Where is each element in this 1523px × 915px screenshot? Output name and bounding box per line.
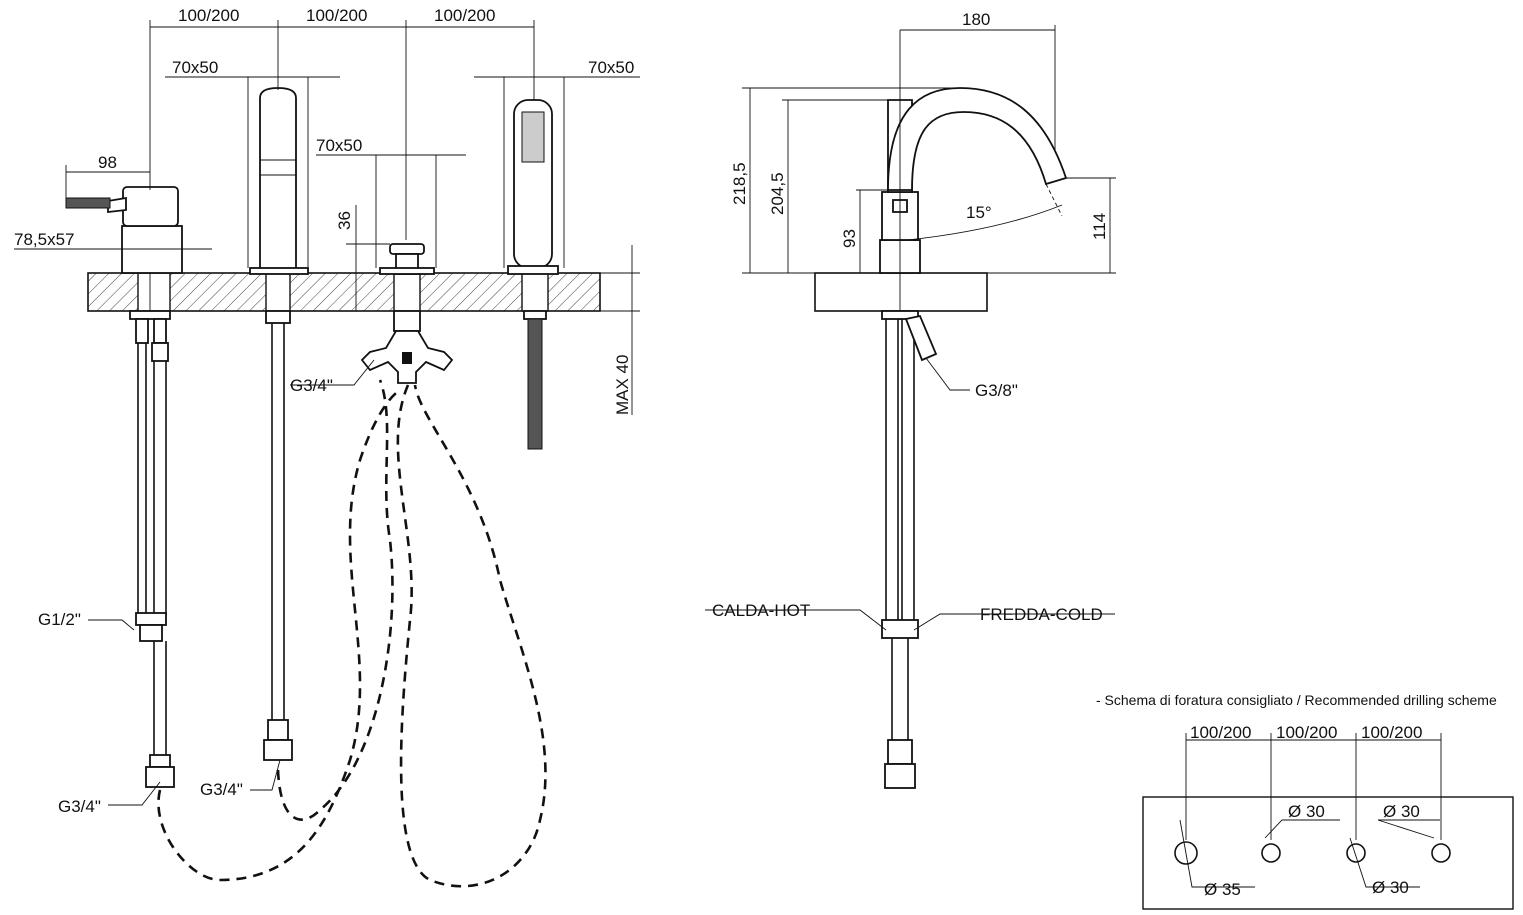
label-cold: FREDDA-COLD bbox=[980, 605, 1103, 624]
dim-drill-spacing-3: 100/200 bbox=[1361, 723, 1422, 742]
hand-shower bbox=[507, 99, 559, 450]
dim-outlet-height: 114 bbox=[1090, 213, 1109, 240]
label-hot: CALDA-HOT bbox=[712, 601, 810, 620]
dim-spacing-1: 100/200 bbox=[178, 6, 239, 25]
dim-spout-height: 204,5 bbox=[768, 172, 787, 215]
front-view: 100/200 100/200 100/200 70x50 70x50 70x5… bbox=[14, 6, 640, 888]
hose-3 bbox=[396, 384, 547, 888]
dim-angle: 15° bbox=[966, 203, 992, 222]
dim-spacing-3: 100/200 bbox=[434, 6, 495, 25]
label-diverter-connection: G3/4" bbox=[290, 376, 333, 395]
drill-hole-2 bbox=[1261, 843, 1281, 863]
diverter bbox=[360, 243, 454, 384]
dim-mixer-base: 78,5x57 bbox=[14, 230, 75, 249]
deck-slab bbox=[87, 272, 601, 312]
dim-spout-base: 70x50 bbox=[172, 58, 218, 77]
mixer bbox=[65, 186, 183, 788]
label-hole-4: Ø 30 bbox=[1383, 802, 1420, 821]
dim-body-height: 93 bbox=[840, 229, 859, 248]
drill-hole-4 bbox=[1431, 843, 1451, 863]
drilling-scheme: - Schema di foratura consigliato / Recom… bbox=[1096, 692, 1514, 910]
dim-drill-spacing-1: 100/200 bbox=[1190, 723, 1251, 742]
label-hole-2: Ø 30 bbox=[1288, 802, 1325, 821]
dim-lever-reach: 98 bbox=[98, 153, 117, 172]
label-mixer-inlet: G1/2" bbox=[38, 610, 81, 629]
drilling-title: - Schema di foratura consigliato / Recom… bbox=[1096, 692, 1497, 708]
hose-2 bbox=[276, 379, 394, 821]
label-connection: G3/8" bbox=[975, 381, 1018, 400]
label-hole-3: Ø 30 bbox=[1372, 878, 1409, 897]
dim-spout-reach: 180 bbox=[962, 10, 990, 29]
hose-1 bbox=[157, 388, 401, 882]
spout bbox=[249, 87, 309, 761]
dim-deck-thickness: MAX 40 bbox=[613, 355, 632, 415]
dim-spacing-2: 100/200 bbox=[306, 6, 367, 25]
drill-hole-3 bbox=[1346, 843, 1366, 863]
dim-diverter-base: 70x50 bbox=[316, 136, 362, 155]
dim-total-height: 218,5 bbox=[730, 162, 749, 205]
dim-drill-spacing-2: 100/200 bbox=[1276, 723, 1337, 742]
label-mixer-outlet: G3/4" bbox=[58, 797, 101, 816]
side-view: 180 218,5 204,5 93 114 15° G3/8" CALDA-H… bbox=[705, 10, 1116, 789]
label-spout-inlet: G3/4" bbox=[200, 780, 243, 799]
dim-diverter-height: 36 bbox=[335, 211, 354, 230]
side-deck bbox=[814, 272, 988, 312]
label-hole-1: Ø 35 bbox=[1204, 880, 1241, 899]
dim-shower-base: 70x50 bbox=[588, 58, 634, 77]
